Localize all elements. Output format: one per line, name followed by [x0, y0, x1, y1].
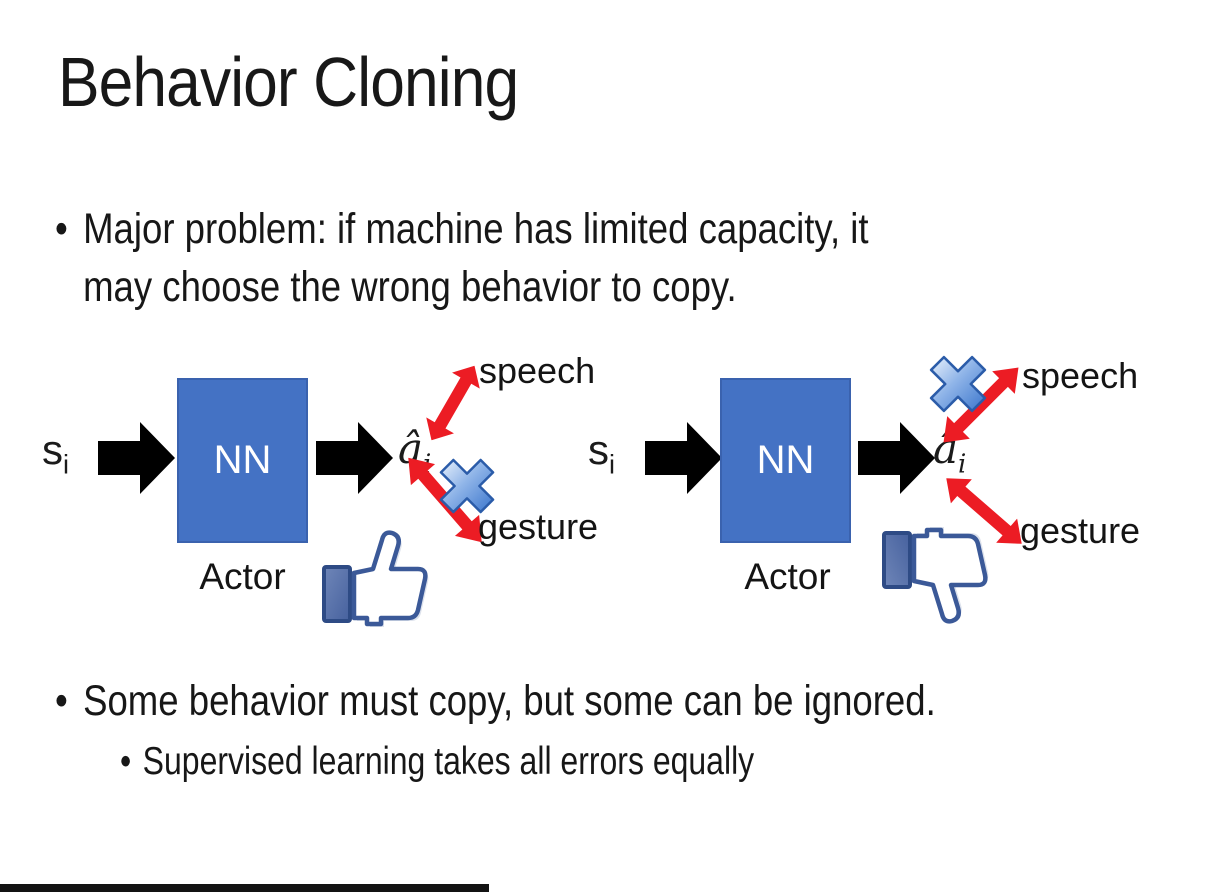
input-state-label: si	[42, 426, 69, 480]
slide-title: Behavior Cloning	[58, 43, 519, 121]
bullet-marker: •	[55, 205, 68, 253]
bullet-marker: •	[120, 740, 132, 783]
bullet-text: Some behavior must copy, but some can be…	[83, 677, 936, 725]
input-state-label: si	[588, 426, 615, 480]
block-arrow-icon	[98, 418, 176, 498]
speech-label: speech	[479, 350, 596, 391]
bullet-marker: •	[55, 677, 68, 725]
block-arrow-icon	[858, 418, 936, 498]
red-double-arrow-icon	[417, 357, 489, 449]
nn-box: NN	[720, 378, 851, 543]
block-arrow-icon	[316, 418, 394, 498]
thumbs-up-icon	[320, 528, 434, 628]
actor-label: Actor	[744, 556, 831, 597]
bullet-some-behavior: • Some behavior must copy, but some can …	[55, 672, 936, 730]
bullet-text: Major problem: if machine has limited ca…	[83, 200, 868, 316]
x-cross-icon	[926, 352, 990, 416]
thumbs-down-icon	[880, 526, 994, 626]
bullet-major-problem: • Major problem: if machine has limited …	[55, 200, 869, 316]
block-arrow-icon	[645, 418, 723, 498]
nn-box: NN	[177, 378, 308, 543]
sub-bullet-supervised: • Supervised learning takes all errors e…	[120, 736, 754, 788]
nn-label: NN	[213, 438, 272, 482]
gesture-label: gesture	[478, 506, 599, 547]
bullet-line-2: may choose the wrong behavior to copy.	[83, 263, 737, 311]
gesture-label: gesture	[1020, 510, 1141, 551]
nn-label: NN	[756, 438, 815, 482]
footer-bar	[0, 884, 489, 892]
bullet-text: Supervised learning takes all errors equ…	[142, 740, 755, 783]
bullet-line-1: Major problem: if machine has limited ca…	[83, 205, 869, 253]
actor-label: Actor	[199, 556, 286, 597]
speech-label: speech	[1022, 355, 1139, 396]
